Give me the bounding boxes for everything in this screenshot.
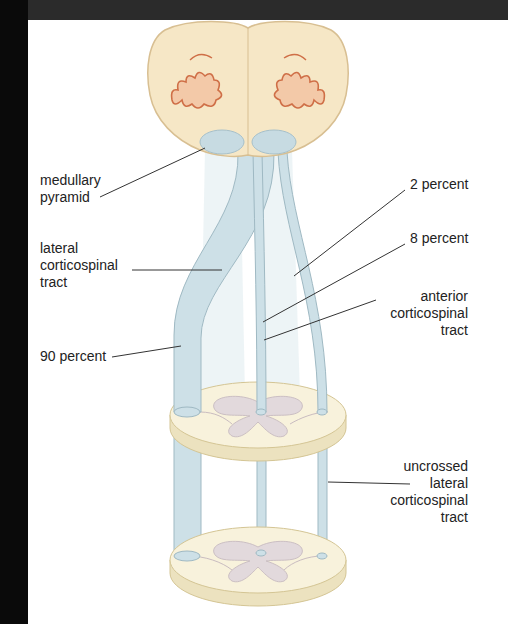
leader-line	[112, 346, 181, 357]
anterior-corticospinal-tract	[253, 152, 266, 412]
leader-lines	[100, 148, 410, 484]
medullary-pyramid	[200, 130, 244, 154]
tract-end	[174, 551, 200, 561]
tract-end	[256, 409, 266, 415]
tract-end	[317, 553, 327, 559]
tract-end	[317, 409, 327, 415]
leader-line	[294, 190, 405, 276]
structure-label: medullary pyramid	[40, 172, 130, 206]
tract-end	[256, 550, 266, 556]
lateral-corticospinal-tract	[174, 152, 274, 412]
medulla	[148, 22, 348, 157]
tract-label: uncrossed lateral corticospinal tract	[372, 458, 468, 526]
leader-line	[100, 148, 205, 197]
percent-label: 2 percent	[410, 176, 490, 193]
leader-line	[132, 270, 222, 271]
medulla-outline	[148, 22, 348, 157]
tract-label: anterior corticospinal tract	[372, 288, 468, 339]
tract-label: lateral corticospinal tract	[40, 240, 135, 291]
uncrossed-lateral-tract	[278, 152, 327, 412]
upper-tracts	[174, 152, 327, 417]
spinal-cord-section	[170, 527, 346, 606]
gray-matter	[214, 541, 303, 581]
olive-nucleus	[172, 72, 222, 108]
medullary-pyramid	[252, 130, 296, 154]
left-band	[0, 0, 28, 624]
leader-line	[328, 482, 410, 484]
leader-line	[263, 244, 405, 322]
nucleus-mark	[190, 54, 306, 60]
midline	[248, 28, 249, 155]
top-band	[0, 0, 508, 20]
tract-end	[174, 407, 200, 417]
fibre-branch	[188, 556, 322, 570]
percent-label: 90 percent	[40, 348, 130, 365]
olive-nucleus	[274, 72, 324, 108]
percent-label: 8 percent	[410, 230, 490, 247]
leader-line	[264, 300, 376, 340]
cord-surface	[170, 527, 346, 593]
